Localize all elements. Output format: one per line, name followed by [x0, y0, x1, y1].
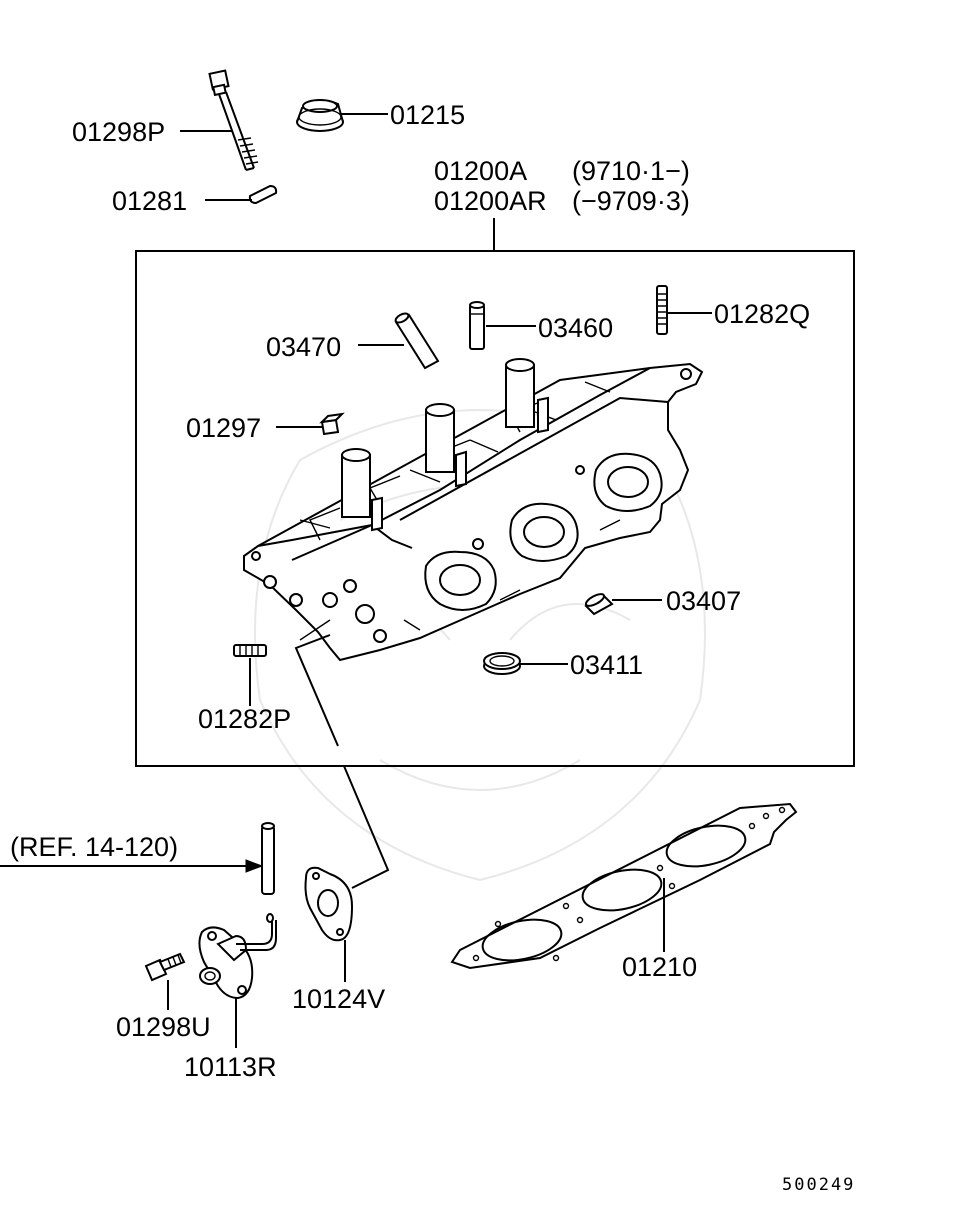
label-03407: 03407 [666, 586, 741, 616]
label-03460: 03460 [538, 313, 613, 343]
pipe [261, 822, 275, 895]
label-01200a: 01200A [434, 156, 527, 186]
label-reference: (REF. 14-120) [10, 832, 178, 862]
label-01200ar: 01200AR [434, 186, 547, 216]
label-01282p: 01282P [198, 704, 291, 734]
label-01298p: 01298P [72, 117, 165, 147]
valve-guide-03470 [394, 312, 440, 370]
label-03470: 03470 [266, 332, 341, 362]
label-01200ar-date: (−9709·3) [572, 186, 690, 216]
label-10113r: 10113R [184, 1052, 277, 1082]
valve-seat-03407 [584, 593, 614, 616]
label-03411: 03411 [570, 650, 643, 680]
label-01297: 01297 [186, 413, 261, 443]
cap-01215 [296, 99, 344, 132]
stud-01282q [656, 285, 668, 335]
label-01200a-date: (9710·1−) [572, 156, 690, 186]
stud-01282p [233, 644, 267, 657]
label-01215: 01215 [390, 100, 465, 130]
label-01282q: 01282Q [714, 299, 810, 329]
gasket-10124v [304, 866, 354, 942]
water-fitting-10113r [198, 913, 277, 1000]
diagram-code: 500249 [782, 1175, 855, 1195]
flange-bolt-01298u [144, 952, 186, 982]
washer-01281 [248, 184, 278, 205]
label-10124v: 10124V [292, 984, 385, 1014]
head-bolt-01298p [208, 69, 259, 171]
label-01281: 01281 [112, 186, 187, 216]
assembly-frame [135, 250, 855, 767]
valve-guide-03460 [469, 301, 485, 350]
plug-01297 [319, 412, 345, 436]
label-01298u: 01298U [116, 1012, 211, 1042]
head-gasket-01210 [450, 802, 798, 970]
cylinder-head [243, 358, 704, 662]
label-01210: 01210 [622, 952, 697, 982]
valve-seat-03411 [483, 652, 521, 675]
